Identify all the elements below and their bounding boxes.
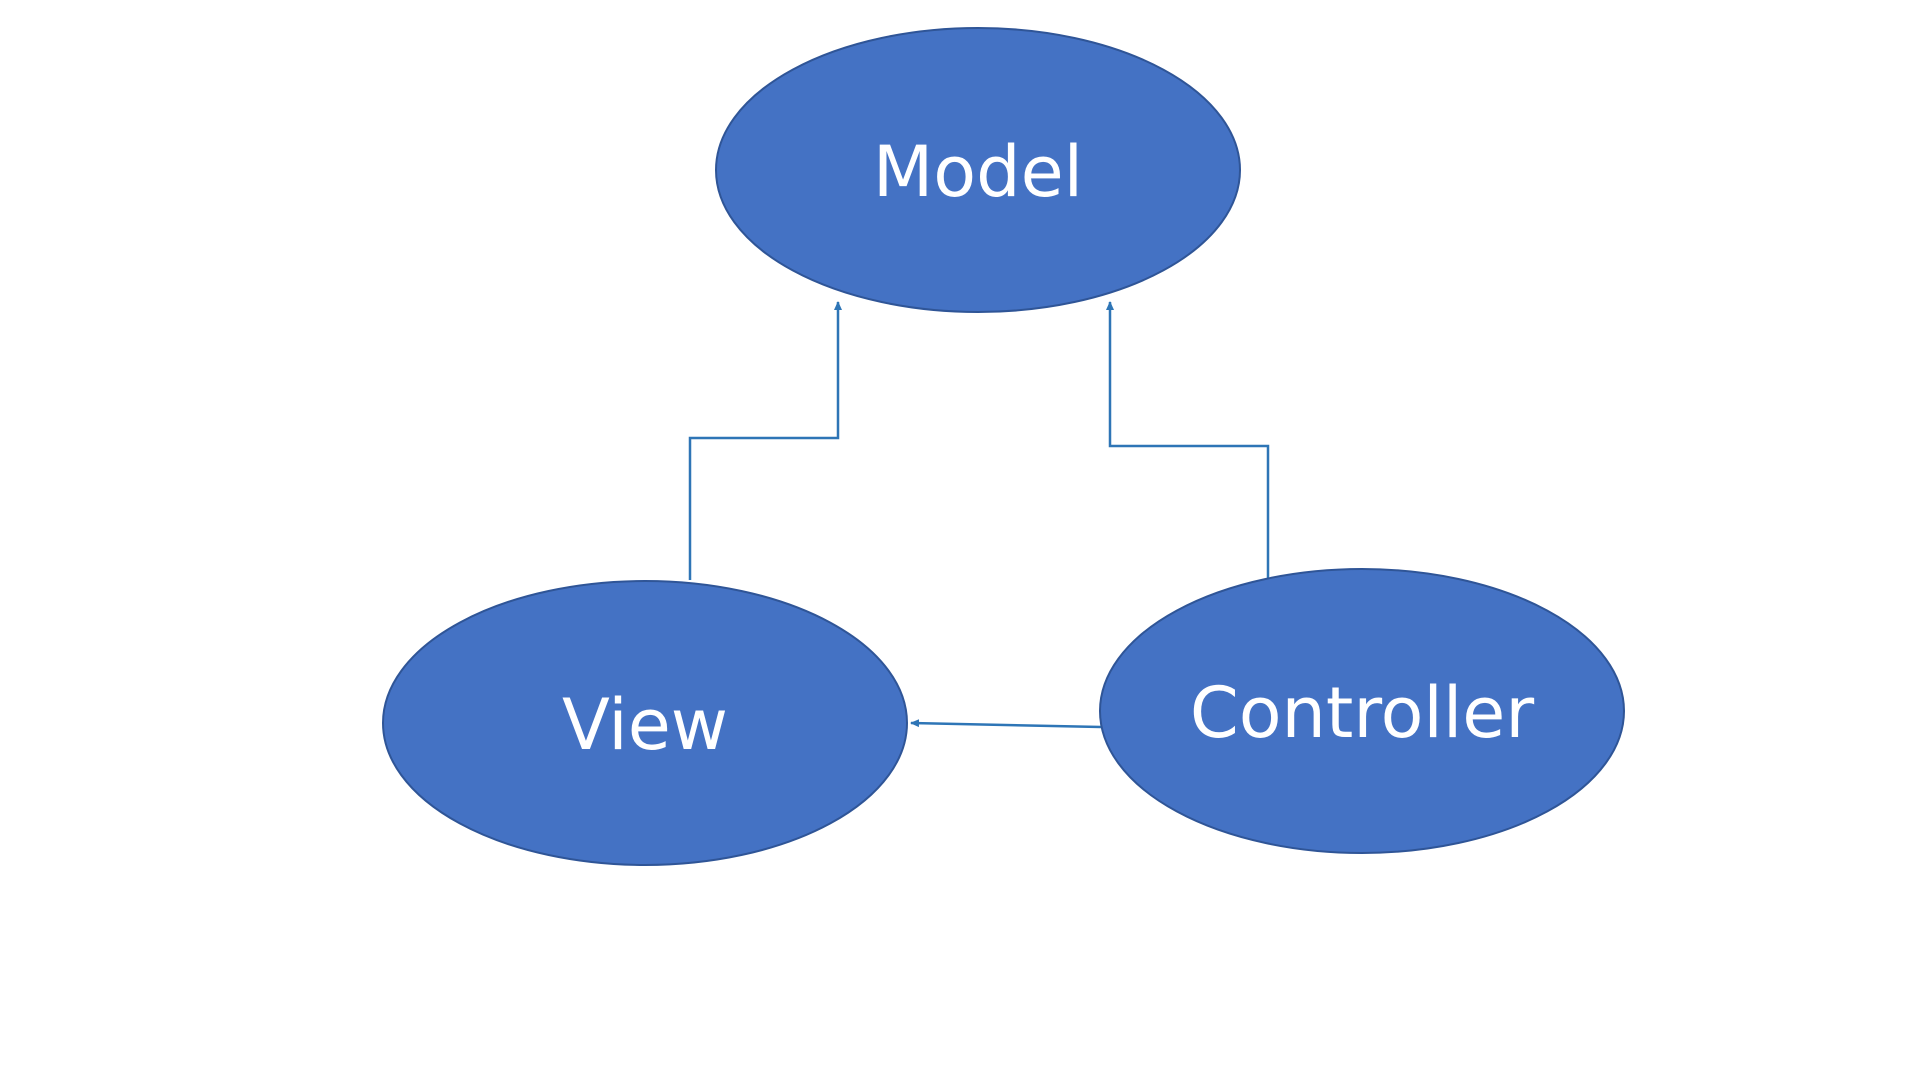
model-node[interactable]: Model: [715, 27, 1241, 313]
controller-label: Controller: [1190, 672, 1535, 754]
controller-ellipse: [1099, 568, 1625, 854]
model-ellipse: [715, 27, 1241, 313]
edge-controller-to-view: [910, 719, 1102, 729]
edge-controller-to-model: [1106, 301, 1270, 578]
view-label: View: [562, 684, 728, 766]
model-label: Model: [873, 131, 1083, 213]
edge-view-to-model: [688, 301, 842, 580]
view-ellipse: [382, 580, 908, 866]
controller-node[interactable]: Controller: [1099, 568, 1625, 854]
view-node[interactable]: View: [382, 580, 908, 866]
